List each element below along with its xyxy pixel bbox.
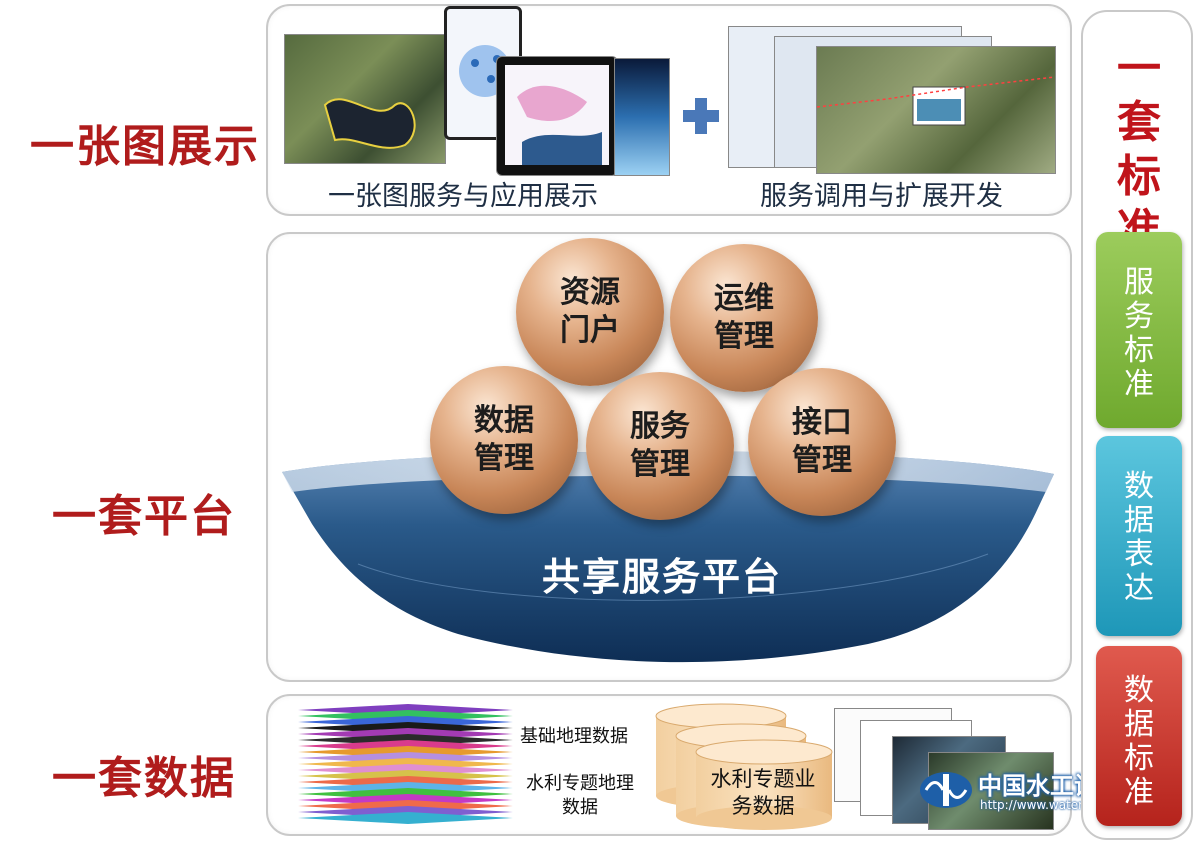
sphere-data-management-label: 数据管理 bbox=[474, 403, 534, 476]
data-standard-label: 数据标准 bbox=[1124, 673, 1154, 810]
row-label-platform: 一套平台 bbox=[52, 491, 236, 542]
row-label-data: 一套数据 bbox=[52, 753, 236, 804]
sphere-data-management: 数据管理 bbox=[430, 366, 578, 514]
database-cylinders bbox=[655, 703, 833, 830]
standards-title: 一套标准 bbox=[1117, 43, 1161, 256]
boat-label: 共享服务平台 bbox=[542, 555, 783, 599]
tablet-screenshot bbox=[496, 56, 618, 176]
display-caption: 一张图服务与应用展示 bbox=[328, 181, 598, 212]
sphere-ops-management-label: 运维管理 bbox=[714, 281, 774, 354]
sphere-resource-portal: 资源门户 bbox=[516, 238, 664, 386]
data-expression-box: 数据表达 bbox=[1096, 436, 1182, 636]
cylinder-label: 水利专题业务数据 bbox=[708, 766, 818, 820]
layer-stack bbox=[298, 704, 513, 824]
sphere-interface-management-label: 接口管理 bbox=[792, 405, 852, 478]
map-screenshot bbox=[284, 34, 446, 164]
data-standard-box: 数据标准 bbox=[1096, 646, 1182, 826]
globe-screenshot bbox=[614, 58, 670, 176]
layer-label-water-geo-text: 水利专题地理数据 bbox=[526, 773, 634, 818]
layer-label-basic-geo: 基础地理数据 bbox=[520, 726, 628, 747]
sphere-interface-management: 接口管理 bbox=[748, 368, 896, 516]
dev-caption: 服务调用与扩展开发 bbox=[760, 181, 1003, 212]
watermark-logo-icon bbox=[920, 772, 972, 808]
sphere-ops-management: 运维管理 bbox=[670, 244, 818, 392]
plus-icon bbox=[683, 98, 719, 134]
sphere-service-management-label: 服务管理 bbox=[630, 409, 690, 482]
sphere-resource-portal-label: 资源门户 bbox=[560, 275, 620, 348]
layer-label-water-geo: 水利专题地理数据 bbox=[520, 772, 640, 820]
sphere-service-management: 服务管理 bbox=[586, 372, 734, 520]
row-label-display: 一张图展示 bbox=[30, 121, 260, 172]
service-standard-label: 服务标准 bbox=[1124, 265, 1154, 402]
data-panel: 基础地理数据 水利专题地理数据 水利专题业务数据 bbox=[266, 694, 1072, 836]
data-expression-label: 数据表达 bbox=[1124, 469, 1154, 606]
service-standard-box: 服务标准 bbox=[1096, 232, 1182, 428]
display-panel: 一张图服务与应用展示 服务调用与扩展开发 bbox=[266, 4, 1072, 216]
cylinder-label-text: 水利专题业务数据 bbox=[710, 767, 816, 818]
dev-window-front bbox=[816, 46, 1056, 174]
